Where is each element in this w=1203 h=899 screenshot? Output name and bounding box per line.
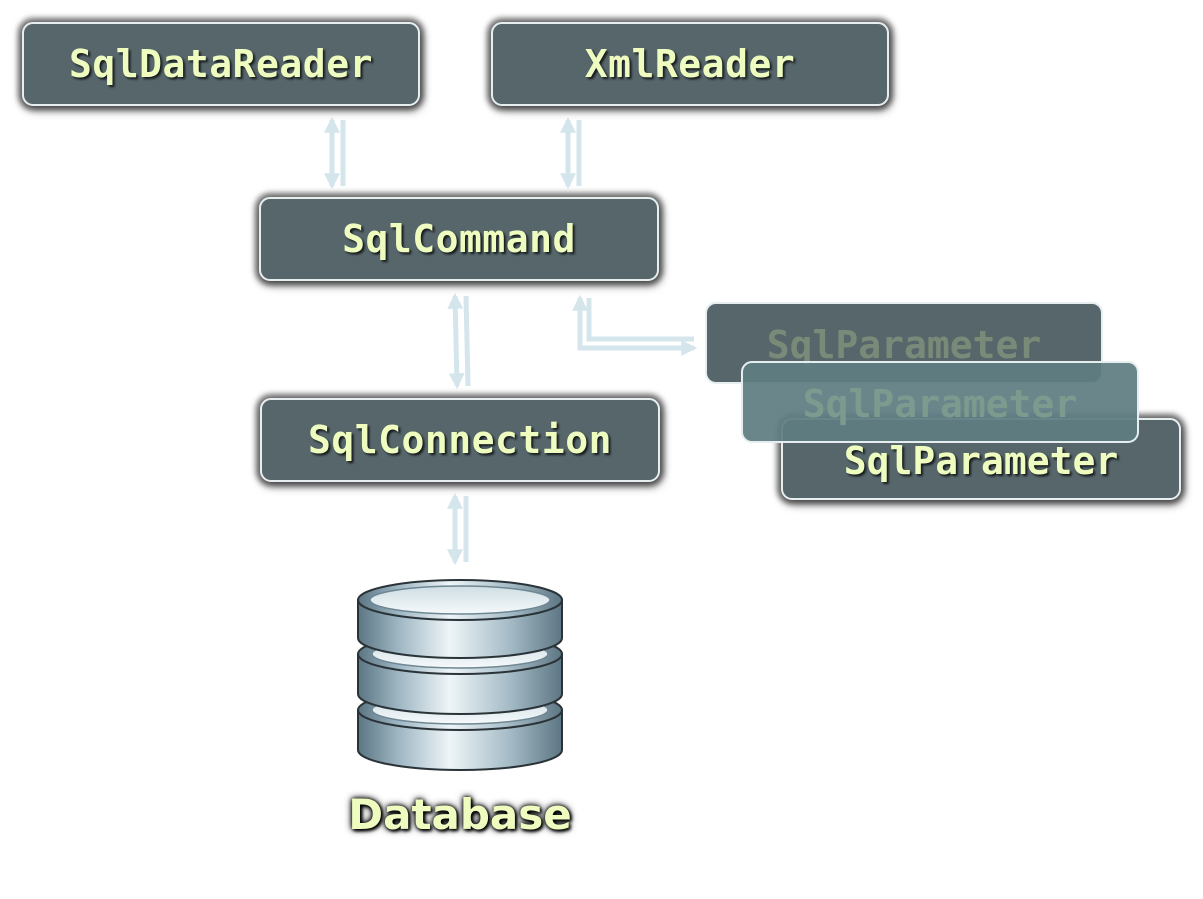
sqldatareader-box: SqlDataReader — [22, 22, 420, 106]
arrow-sqlconnection-database — [446, 492, 469, 566]
arrow-sqldatareader-sqlcommand — [323, 116, 346, 190]
arrow-sqlcommand-sqlparameter — [571, 294, 698, 357]
database-label: Database — [348, 790, 572, 839]
sqlcommand-box: SqlCommand — [259, 197, 659, 281]
database-icon — [357, 579, 563, 771]
xmlreader-box: XmlReader — [491, 22, 889, 106]
sqlparameter-box-middle: SqlParameter — [741, 361, 1139, 443]
arrow-sqlcommand-sqlconnection — [447, 292, 471, 390]
sqlconnection-box: SqlConnection — [260, 398, 660, 482]
arrow-xmlreader-sqlcommand — [559, 116, 582, 190]
